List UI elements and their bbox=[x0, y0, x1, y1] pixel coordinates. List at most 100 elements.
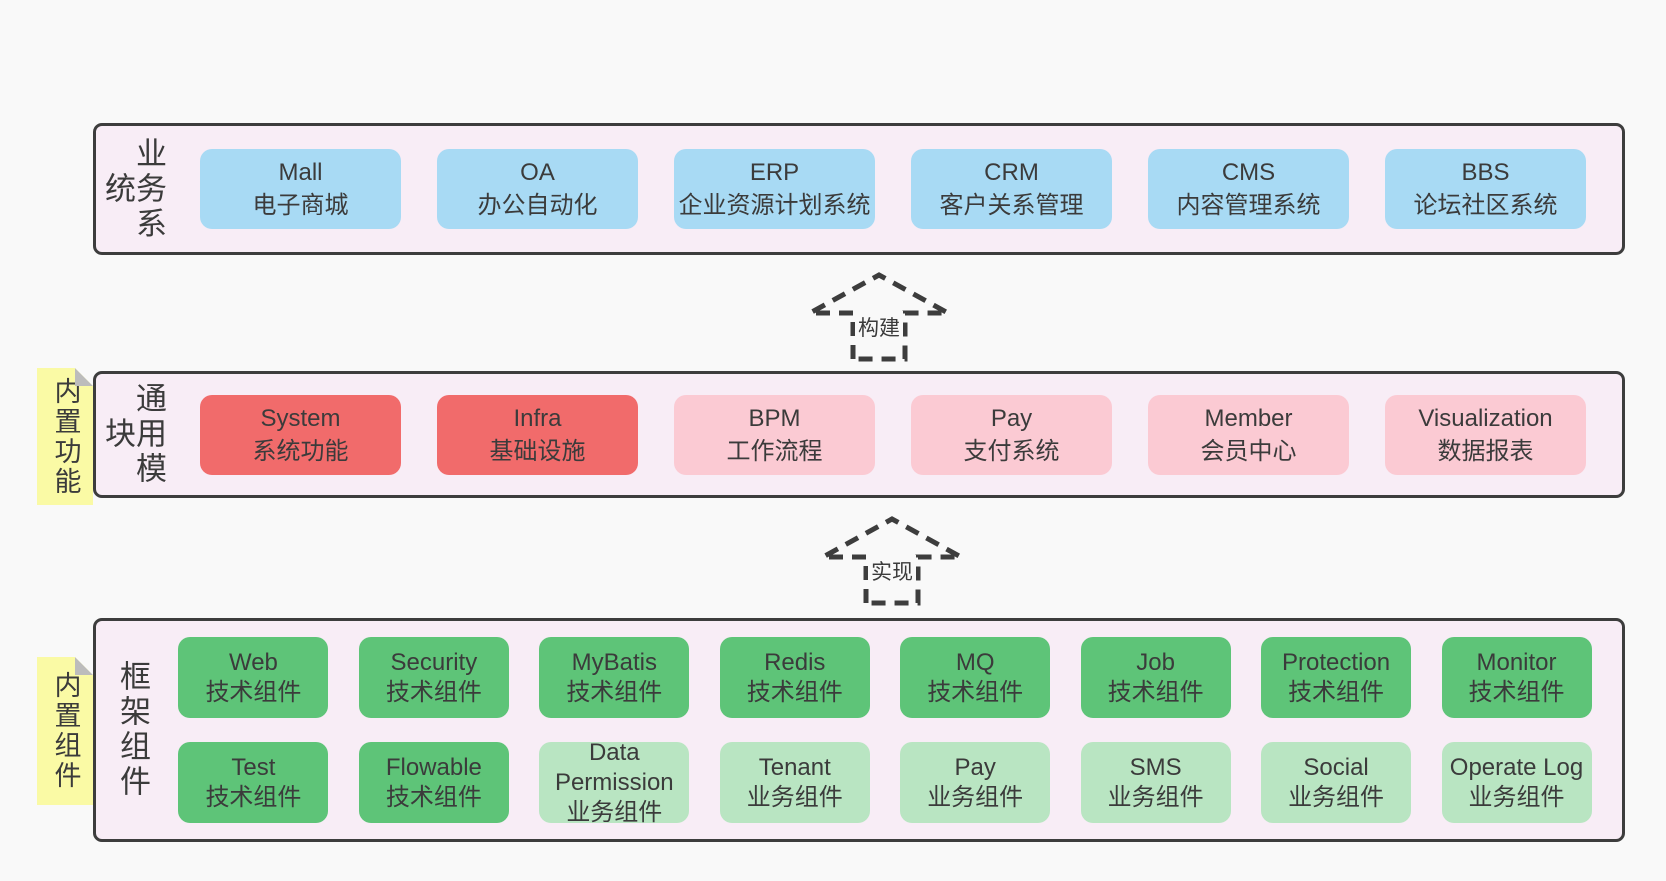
box-title: Pay bbox=[954, 753, 996, 781]
box-subtitle: 工作流程 bbox=[726, 437, 823, 465]
arrow-label: 实现 bbox=[868, 555, 916, 587]
box-title: Visualization bbox=[1418, 404, 1553, 432]
box-title: BBS bbox=[1461, 159, 1510, 186]
sticky-note-builtin-components: 内置组件 bbox=[37, 657, 93, 805]
box-title: CRM bbox=[984, 159, 1039, 186]
box-subtitle: 电子商城 bbox=[252, 192, 349, 219]
box-title: Social bbox=[1303, 753, 1369, 781]
dashed-up-arrow-icon bbox=[808, 272, 950, 362]
box-subtitle: 技术组件 bbox=[566, 678, 663, 706]
box-title: OA bbox=[520, 159, 555, 186]
business-systems-boxes: Mall 电子商城 OA 办公自动化 ERP 企业资源计划系统 CRM 客户关系管理 CMS 内容… bbox=[164, 149, 1622, 229]
box-subtitle: 技术组件 bbox=[746, 678, 843, 706]
box-subtitle: 业务组件 bbox=[1288, 783, 1385, 811]
box-title: Member bbox=[1204, 404, 1293, 432]
box-bpm: BPM 工作流程 bbox=[674, 394, 875, 475]
box-subtitle: 客户关系管理 bbox=[939, 192, 1084, 219]
box-title: Infra bbox=[513, 404, 562, 432]
box-subtitle: 系统功能 bbox=[252, 437, 349, 465]
band-label: 框架组件 bbox=[115, 660, 150, 800]
box-infra: Infra 基础设施 bbox=[437, 394, 638, 475]
box-subtitle: 业务组件 bbox=[746, 783, 843, 811]
box-title: Monitor bbox=[1476, 648, 1557, 676]
box-subtitle: 业务组件 bbox=[927, 783, 1024, 811]
box-title: SMS bbox=[1129, 753, 1182, 781]
box-title: ERP bbox=[749, 159, 800, 186]
box-subtitle: 论坛社区系统 bbox=[1413, 192, 1558, 219]
box-title: Tenant bbox=[758, 753, 831, 781]
box-subtitle: 办公自动化 bbox=[477, 192, 598, 219]
box-subtitle: 企业资源计划系统 bbox=[678, 192, 871, 219]
box-title: Test bbox=[231, 753, 276, 781]
folded-corner-icon bbox=[75, 368, 93, 386]
box-title: MQ bbox=[955, 648, 995, 676]
box-title: Operate Log bbox=[1449, 753, 1584, 781]
band-label: 业务系统 bbox=[100, 136, 166, 242]
box-title: Job bbox=[1136, 648, 1175, 676]
build-arrow: 构建 bbox=[806, 271, 952, 363]
box-title: Mall bbox=[278, 159, 323, 186]
box-subtitle: 技术组件 bbox=[385, 678, 482, 706]
box-title: Security bbox=[390, 648, 478, 676]
box-title: Protection bbox=[1282, 648, 1391, 676]
box-subtitle: 支付系统 bbox=[963, 437, 1060, 465]
box-title: MyBatis bbox=[571, 648, 657, 676]
box-subtitle: 业务组件 bbox=[1468, 783, 1565, 811]
implement-arrow: 实现 bbox=[819, 515, 965, 607]
sticky-note-text: 内置功能 bbox=[50, 376, 81, 497]
box-subtitle: 业务组件 bbox=[1107, 783, 1204, 811]
box-subtitle: 技术组件 bbox=[1288, 678, 1385, 706]
arrow-label: 构建 bbox=[855, 311, 903, 343]
box-subtitle: 技术组件 bbox=[205, 783, 302, 811]
sticky-note-builtin-features: 内置功能 bbox=[37, 368, 93, 505]
sticky-note-text: 内置组件 bbox=[50, 671, 81, 791]
box-subtitle: 内容管理系统 bbox=[1176, 192, 1321, 219]
dashed-up-arrow-icon bbox=[821, 516, 963, 606]
folded-corner-icon bbox=[75, 657, 93, 675]
box-title: System bbox=[260, 404, 341, 432]
box-title: CMS bbox=[1221, 159, 1276, 186]
box-subtitle: 会员中心 bbox=[1200, 437, 1297, 465]
box-visualization: Visualization 数据报表 bbox=[1385, 394, 1586, 475]
box-subtitle: 技术组件 bbox=[1468, 678, 1565, 706]
box-title: BPM bbox=[748, 404, 801, 432]
box-bbs: BBS 论坛社区系统 bbox=[1385, 149, 1586, 229]
box-subtitle: 技术组件 bbox=[927, 678, 1024, 706]
box-cms: CMS 内容管理系统 bbox=[1148, 149, 1349, 229]
box-mall: Mall 电子商城 bbox=[200, 149, 401, 229]
box-subtitle: 技术组件 bbox=[1107, 678, 1204, 706]
box-pay: Pay 支付系统 bbox=[911, 394, 1112, 475]
box-subtitle: 基础设施 bbox=[489, 437, 586, 465]
box-subtitle: 技术组件 bbox=[205, 678, 302, 706]
box-member: Member 会员中心 bbox=[1148, 394, 1349, 475]
box-erp: ERP 企业资源计划系统 bbox=[674, 149, 875, 229]
box-title: Redis bbox=[764, 648, 826, 676]
box-title: Pay bbox=[990, 404, 1033, 432]
box-title: Data Permission bbox=[554, 738, 674, 796]
box-title: Flowable bbox=[385, 753, 482, 781]
band-business-systems: 业务系统 Mall 电子商城 OA 办公自动化 ERP 企业资源计划系统 CRM 客户关系管理… bbox=[93, 123, 1625, 255]
box-subtitle: 数据报表 bbox=[1437, 437, 1534, 465]
common-modules-boxes: System 系统功能 Infra 基础设施 BPM 工作流程 Pay 支付系统 Member 会… bbox=[164, 394, 1622, 475]
box-title: Web bbox=[228, 648, 278, 676]
